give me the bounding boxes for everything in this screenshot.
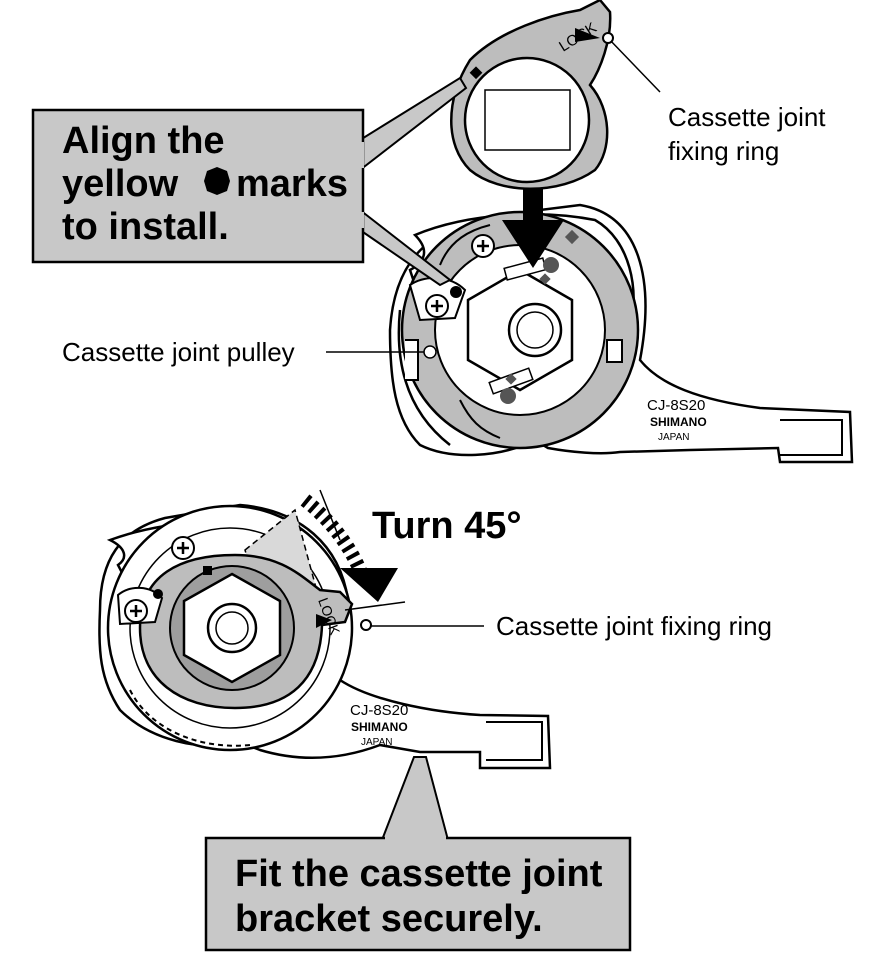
bottom-fixing-ring-label: Cassette joint fixing ring [496, 611, 772, 641]
top-callout-line3: to install. [62, 206, 229, 248]
bottom-bracket-model: CJ-8S20 [350, 702, 408, 719]
bottom-screw-1 [171, 536, 195, 560]
top-pulley-label: Cassette joint pulley [62, 337, 295, 367]
top-fixing-ring-label-line2: fixing ring [668, 136, 779, 166]
bottom-bracket-brand: SHIMANO [351, 720, 408, 734]
top-fixing-ring-label-line1: Cassette joint [668, 102, 826, 132]
top-bracket-origin: JAPAN [658, 432, 690, 443]
top-callout-line2-a: yellow [62, 163, 179, 205]
turn-label: Turn 45° [372, 505, 522, 547]
yellow-mark-icon [204, 167, 230, 195]
top-yellow-mark-1 [543, 257, 559, 273]
top-yellow-mark-2 [500, 388, 516, 404]
top-callout-line2-b: marks [236, 163, 348, 205]
top-assembly: LOCK Align the yellow marks to install. … [31, 0, 854, 464]
bottom-callout: Fit the cassette joint bracket securely. [204, 756, 632, 952]
top-screw-2 [425, 294, 449, 318]
bottom-bracket-origin: JAPAN [361, 737, 393, 748]
bottom-callout-line2: bracket securely. [235, 898, 543, 940]
top-bracket-model: CJ-8S20 [647, 397, 705, 414]
bottom-callout-line1: Fit the cassette joint [235, 853, 603, 895]
top-pulley-mark [450, 286, 462, 298]
top-fixing-ring: LOCK [450, 0, 612, 190]
turn-arrow [300, 489, 406, 611]
top-callout: Align the yellow marks to install. [31, 76, 468, 287]
top-bracket-brand: SHIMANO [650, 415, 707, 429]
top-callout-line1: Align the [62, 120, 225, 162]
top-screw-1 [471, 234, 495, 258]
bottom-fixing-ring: LOCK [138, 553, 354, 710]
bottom-screw-2 [124, 599, 148, 623]
bottom-assembly: LOCK Turn 45° CJ-8S20 SHIMANO JAPAN Cass… [98, 489, 772, 952]
